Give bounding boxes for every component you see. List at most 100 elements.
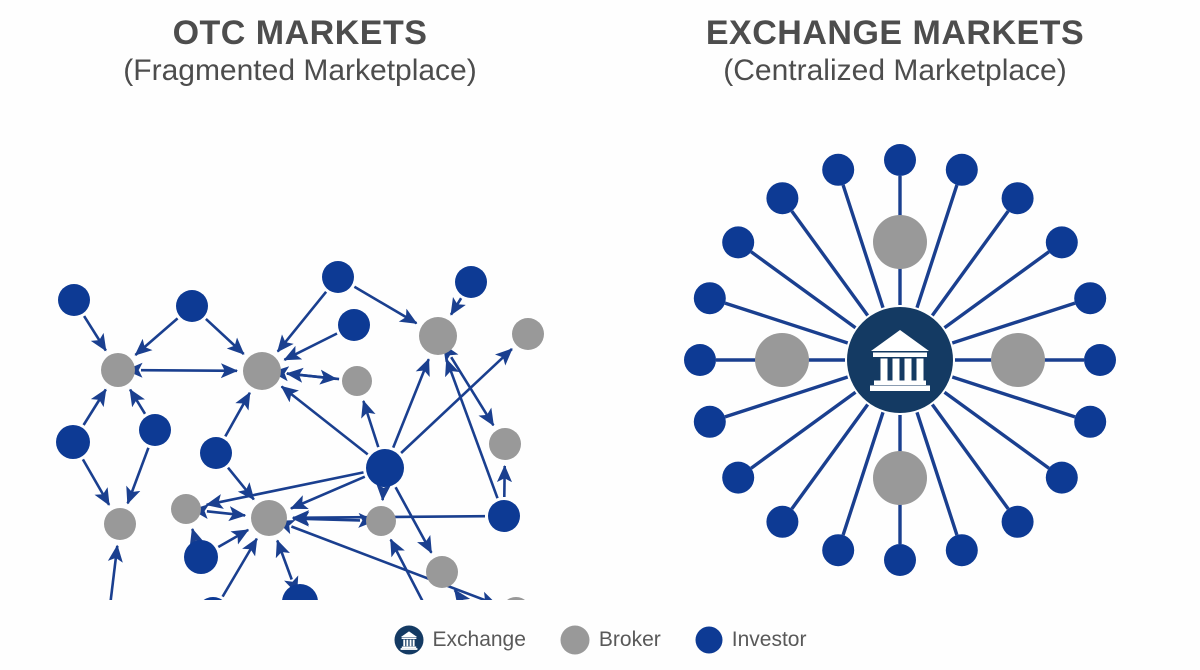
otc-edge (189, 528, 205, 547)
otc-edge (276, 290, 328, 353)
exchange-hub[interactable] (847, 307, 953, 413)
otc-edge (128, 388, 147, 415)
otc-node-layer (56, 261, 544, 600)
otc-edge (224, 391, 251, 438)
otc-investor-node[interactable] (338, 309, 370, 341)
otc-edge (205, 317, 245, 355)
exchange-investor-node[interactable] (684, 344, 716, 376)
otc-broker-node[interactable] (489, 428, 521, 460)
exchange-investor-node[interactable] (693, 405, 726, 438)
otc-edge (226, 466, 255, 501)
otc-investor-node[interactable] (455, 266, 487, 298)
exchange-investor-node[interactable] (722, 461, 755, 494)
exchange-broker-node[interactable] (873, 451, 927, 505)
exchange-investor-node[interactable] (822, 534, 855, 567)
exchange-spoke (951, 301, 1076, 345)
exchange-investor-node[interactable] (1045, 226, 1078, 259)
otc-broker-node[interactable] (243, 352, 281, 390)
otc-edge (126, 447, 150, 505)
otc-investor-node[interactable] (488, 500, 520, 532)
otc-broker-node[interactable] (426, 556, 458, 588)
exchange-spoke (841, 184, 885, 309)
exchange-hub-bank-icon[interactable] (847, 307, 953, 413)
legend-label-exchange: Exchange (432, 628, 526, 651)
otc-title-sub: (Fragmented Marketplace) (123, 54, 477, 88)
otc-broker-node[interactable] (104, 508, 136, 540)
otc-broker-node[interactable] (251, 500, 287, 536)
otc-edge (107, 544, 123, 600)
otc-edge (389, 538, 424, 600)
exchange-spoke (724, 375, 849, 419)
exchange-spoke (943, 390, 1050, 470)
otc-broker-node[interactable] (101, 353, 135, 387)
otc-investor-node[interactable] (139, 414, 171, 446)
exchange-spoke (915, 184, 959, 309)
exchange-broker-node[interactable] (873, 215, 927, 269)
otc-network-diagram (56, 261, 544, 600)
exchange-broker-node[interactable] (991, 333, 1045, 387)
otc-edge (134, 317, 179, 356)
exchange-spoke (915, 411, 959, 536)
otc-edge (125, 362, 239, 379)
exchange-spoke (724, 301, 849, 345)
legend-item-investor: Investor (695, 626, 806, 654)
exchange-spoke (750, 250, 857, 330)
exchange-investor-node[interactable] (1001, 505, 1034, 538)
otc-edge (81, 458, 111, 506)
exchange-investor-node[interactable] (1074, 282, 1107, 315)
otc-edge (449, 297, 466, 316)
otc-edge (353, 285, 418, 325)
exchange-spoke (930, 403, 1010, 510)
otc-investor-node[interactable] (200, 437, 232, 469)
exchange-investor-node[interactable] (722, 226, 755, 259)
exchange-network-diagram (684, 144, 1116, 576)
exchange-spoke-layer (716, 176, 1084, 544)
otc-investor-node[interactable] (56, 425, 90, 459)
exchange-investor-node[interactable] (693, 282, 726, 315)
otc-edge (83, 315, 107, 352)
exchange-investor-node[interactable] (1074, 405, 1107, 438)
otc-broker-node[interactable] (366, 506, 396, 536)
otc-broker-node[interactable] (171, 494, 201, 524)
exchange-investor-node[interactable] (1084, 344, 1116, 376)
exchange-investor-node[interactable] (822, 153, 855, 186)
exchange-node-layer (684, 144, 1116, 576)
otc-investor-node[interactable] (282, 584, 318, 600)
otc-edge-layer (81, 285, 513, 600)
otc-investor-node[interactable] (58, 284, 90, 316)
exchange-spoke (790, 210, 870, 317)
otc-edge (191, 503, 247, 522)
exchange-investor-node[interactable] (884, 544, 916, 576)
exchange-spoke (841, 411, 885, 536)
exchange-investor-node[interactable] (766, 505, 799, 538)
exchange-investor-node[interactable] (884, 144, 916, 176)
otc-investor-node[interactable] (176, 290, 208, 322)
otc-investor-node[interactable] (197, 597, 229, 600)
otc-broker-node[interactable] (342, 366, 372, 396)
otc-edge (394, 486, 433, 554)
exchange-investor-node[interactable] (766, 182, 799, 215)
otc-edge (376, 483, 392, 502)
exchange-spoke (750, 390, 857, 470)
otc-broker-node[interactable] (512, 318, 544, 350)
otc-edge (276, 520, 498, 600)
otc-investor-node[interactable] (366, 449, 404, 487)
otc-broker-node[interactable] (419, 317, 457, 355)
otc-edge (280, 385, 369, 456)
exchange-spoke (943, 250, 1050, 330)
otc-edge (361, 400, 380, 448)
otc-broker-node[interactable] (501, 597, 531, 600)
otc-edge (271, 366, 338, 385)
legend-label-broker: Broker (598, 628, 661, 651)
exchange-investor-node[interactable] (945, 534, 978, 567)
exchange-spoke (951, 375, 1076, 419)
otc-edge (221, 537, 258, 598)
otc-title-main: OTC MARKETS (172, 14, 428, 52)
otc-investor-node[interactable] (322, 261, 354, 293)
exchange-broker-node[interactable] (755, 333, 809, 387)
exchange-investor-node[interactable] (1045, 461, 1078, 494)
exchange-investor-node[interactable] (1001, 182, 1034, 215)
exchange-investor-node[interactable] (945, 153, 978, 186)
otc-investor-node[interactable] (184, 540, 218, 574)
